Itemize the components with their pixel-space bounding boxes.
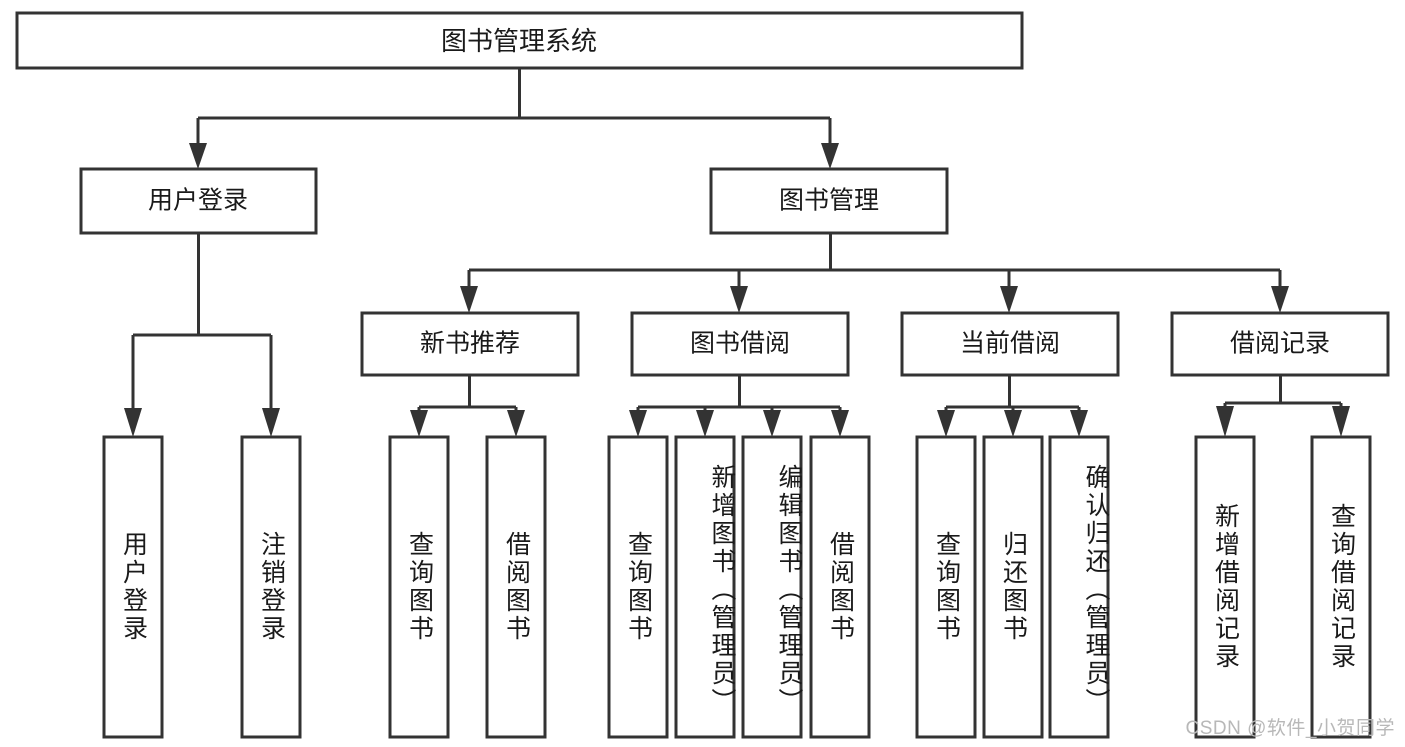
arrow-to-user-login: [189, 143, 207, 169]
arrow-to-leaf-borrow-book-1: [507, 410, 525, 437]
node-borrow-record[interactable]: [1170, 311, 1390, 377]
arrow-to-book-borrow: [730, 286, 748, 313]
arrow-to-book-manage: [821, 143, 839, 169]
node-leaf-return-book[interactable]: [982, 435, 1044, 739]
label-user-login: 用户登录: [148, 187, 248, 215]
node-leaf-add-record[interactable]: [1194, 435, 1256, 739]
node-leaf-query-book-1[interactable]: [388, 435, 450, 739]
node-leaf-borrow-book-2[interactable]: [809, 435, 871, 739]
arrow-to-leaf-edit-book: [763, 410, 781, 437]
arrow-to-leaf-logout-login: [262, 408, 280, 437]
connectors-group: [124, 68, 1350, 437]
arrow-to-leaf-user-login: [124, 408, 142, 437]
node-book-manage[interactable]: [709, 167, 949, 235]
label-root: 图书管理系统: [441, 26, 597, 56]
arrow-to-new-book-recommend: [460, 286, 478, 313]
label-new-book-recommend: 新书推荐: [420, 330, 520, 358]
node-leaf-query-record[interactable]: [1310, 435, 1372, 739]
arrow-to-leaf-query-record: [1332, 406, 1350, 437]
label-book-borrow: 图书借阅: [690, 330, 790, 358]
arrow-to-leaf-confirm-return: [1070, 410, 1088, 437]
node-leaf-logout-login[interactable]: [240, 435, 302, 739]
node-root[interactable]: [15, 11, 1024, 70]
node-labels-group: 图书管理系统 用户登录 图书管理 新书推荐 图书借阅 当前借阅 借阅记录: [148, 26, 1330, 358]
node-current-borrow[interactable]: [900, 311, 1120, 377]
arrow-to-borrow-record: [1271, 286, 1289, 313]
label-current-borrow: 当前借阅: [960, 330, 1060, 358]
arrow-to-leaf-query-book-1: [410, 410, 428, 437]
watermark-text: CSDN @软件_小贺同学: [1185, 718, 1395, 739]
arrow-to-leaf-add-book: [696, 410, 714, 437]
arrow-to-leaf-add-record: [1216, 406, 1234, 437]
label-book-manage: 图书管理: [779, 187, 879, 215]
arrow-to-leaf-query-book-2: [629, 410, 647, 437]
node-leaf-borrow-book-1[interactable]: [485, 435, 547, 739]
arrow-to-leaf-return-book: [1004, 410, 1022, 437]
node-leaf-edit-book[interactable]: [741, 435, 803, 739]
node-book-borrow[interactable]: [630, 311, 850, 377]
node-leaf-add-book[interactable]: [674, 435, 736, 739]
label-borrow-record: 借阅记录: [1230, 330, 1330, 358]
node-leaf-confirm-return[interactable]: [1048, 435, 1110, 739]
arrow-to-leaf-borrow-book-2: [831, 410, 849, 437]
arrow-to-leaf-query-book-3: [937, 410, 955, 437]
node-leaf-user-login[interactable]: [102, 435, 164, 739]
arrow-to-current-borrow: [1000, 286, 1018, 313]
node-leaf-query-book-2[interactable]: [607, 435, 669, 739]
node-new-book-recommend[interactable]: [360, 311, 580, 377]
node-user-login[interactable]: [79, 167, 318, 235]
node-leaf-query-book-3[interactable]: [915, 435, 977, 739]
node-boxes-group: [15, 11, 1390, 739]
